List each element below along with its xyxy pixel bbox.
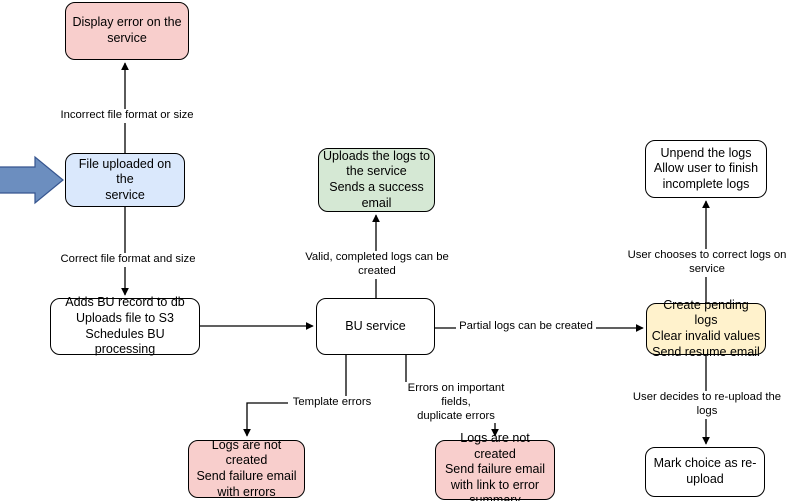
node-logs-not-created-error-summary[interactable]: Logs are not created Send failure email … [435, 431, 555, 501]
node-display-error[interactable]: Display error on the service [65, 2, 189, 60]
edge-label-partial-logs: Partial logs can be created [456, 320, 596, 334]
edge-label-incorrect-format: Incorrect file format or size [56, 109, 198, 123]
edge-label-user-reupload: User decides to re-upload the logs [620, 391, 794, 419]
node-file-uploaded[interactable]: File uploaded on the service [65, 153, 185, 207]
edge-label-valid-completed-logs: Valid, completed logs can be created [283, 251, 471, 279]
edge-label-user-corrects-logs: User chooses to correct logs on service [609, 249, 801, 277]
edge-label-errors-important-fields: Errors on important fields, duplicate er… [392, 382, 520, 424]
node-adds-bu-record[interactable]: Adds BU record to db Uploads file to S3 … [50, 295, 200, 356]
input-arrow-icon [0, 155, 64, 205]
node-create-pending-logs[interactable]: Create pending logs Clear invalid values… [646, 298, 766, 359]
node-logs-not-created-with-errors[interactable]: Logs are not created Send failure email … [188, 438, 305, 499]
node-mark-choice-reupload[interactable]: Mark choice as re- upload [645, 447, 765, 497]
node-unpend-logs[interactable]: Unpend the logs Allow user to finish inc… [645, 140, 767, 198]
edge-label-correct-format: Correct file format and size [58, 253, 198, 267]
node-bu-service[interactable]: BU service [316, 298, 435, 355]
node-uploads-logs[interactable]: Uploads the logs to the service Sends a … [318, 148, 435, 212]
edge-label-template-errors: Template errors [288, 396, 376, 410]
